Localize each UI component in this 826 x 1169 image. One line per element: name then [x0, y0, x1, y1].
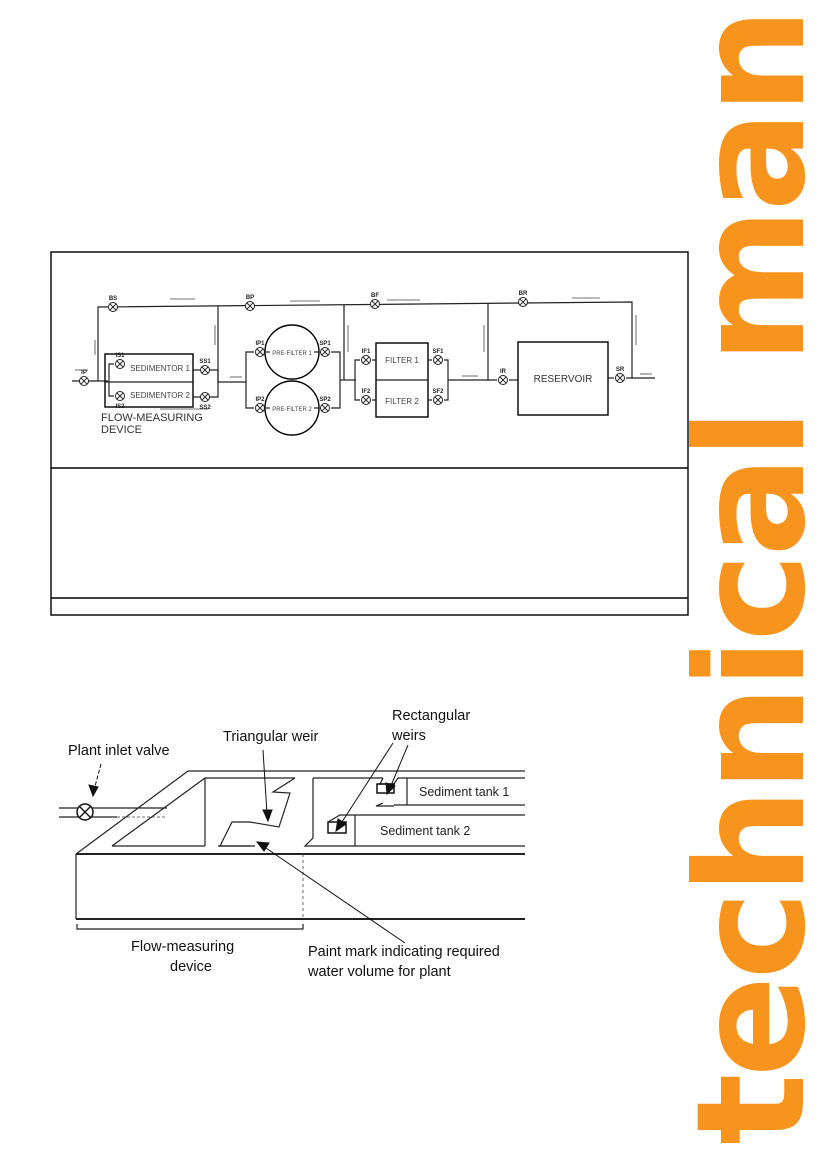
valve-label: BS [109, 296, 117, 302]
valve-ip1: IP1 [255, 341, 265, 357]
valve-label: IS1 [115, 353, 125, 359]
valve-label: IP2 [255, 397, 265, 403]
valve-label: IP1 [255, 341, 265, 347]
flow-measuring-label-2: DEVICE [101, 424, 142, 436]
reservoir-label: RESERVOIR [534, 374, 593, 385]
prefilter1-label: PRE-FILTER 1 [272, 351, 312, 357]
figure1-frame [50, 251, 689, 616]
valve-label: BF [371, 293, 379, 299]
flow-measuring-label-1: FLOW-MEASURING [101, 412, 203, 424]
valve-label: SR [616, 367, 625, 373]
valve-sp2: SP2 [319, 397, 331, 413]
valve-bs: BS [108, 296, 118, 312]
valve-label: SP2 [319, 397, 331, 403]
sedimentor-box [104, 353, 194, 408]
sediment-tank-drawing [59, 770, 525, 930]
triangular-weir-label: Triangular weir [223, 729, 319, 745]
callout-arrows [88, 742, 409, 944]
valve-label: IF2 [362, 389, 371, 395]
valve-label: SF2 [432, 389, 444, 395]
flow-schematic [72, 297, 655, 436]
valve-label: BP [246, 295, 254, 301]
valve-label: IF1 [362, 349, 371, 355]
flow-measuring-device-label-1: Flow-measuring [131, 939, 234, 955]
valve-bp: BP [245, 295, 255, 311]
valve-br: BR [518, 291, 528, 307]
valve-label: SS2 [199, 405, 211, 411]
valve-if2: IF2 [361, 389, 371, 405]
plant-inlet-valve-icon [76, 803, 94, 821]
paint-mark-label-1: Paint mark indicating required [308, 944, 500, 960]
valve-if1: IF1 [361, 349, 371, 365]
flow-measuring-device-label-2: device [170, 959, 212, 975]
sedimentor1-label: SEDIMENTOR 1 [130, 364, 190, 373]
valve-sf2: SF2 [432, 389, 444, 405]
valve-label: IR [500, 369, 507, 375]
prefilter2-label: PRE-FILTER 2 [272, 407, 312, 413]
valve-label: SS1 [199, 359, 211, 365]
valve-ss2: SS2 [199, 392, 211, 411]
valve-label: BR [519, 291, 528, 297]
valve-bf: BF [370, 293, 380, 309]
paint-mark-label-2: water volume for plant [307, 964, 451, 980]
valve-ir: IR [498, 369, 508, 385]
filter1-label: FILTER 1 [385, 356, 419, 365]
valve-sf1: SF1 [432, 349, 444, 365]
valve-is1: IS1 [115, 353, 125, 369]
valve-label: IS2 [115, 404, 125, 410]
valve-is2: IS2 [115, 391, 125, 410]
valve-sr: SR [615, 367, 625, 383]
valve-label: SP1 [319, 341, 331, 347]
rectangular-weirs-label-1: Rectangular [392, 708, 470, 724]
sediment-tank-2-label: Sediment tank 2 [380, 824, 470, 838]
sedimentor2-label: SEDIMENTOR 2 [130, 391, 190, 400]
sediment-tank-1-label: Sediment tank 1 [419, 785, 509, 799]
valve-label: IP [81, 370, 87, 376]
technical-manual-banner: technical manual [665, 0, 826, 1145]
valve-label: SF1 [432, 349, 444, 355]
rectangular-weirs-label-2: weirs [391, 728, 426, 744]
valve-ip: IP [79, 370, 89, 386]
plant-inlet-valve-label: Plant inlet valve [68, 743, 170, 759]
valve-ip2: IP2 [255, 397, 265, 413]
valve-ss1: SS1 [199, 359, 211, 375]
filter2-label: FILTER 2 [385, 397, 419, 406]
valve-sp1: SP1 [319, 341, 331, 357]
